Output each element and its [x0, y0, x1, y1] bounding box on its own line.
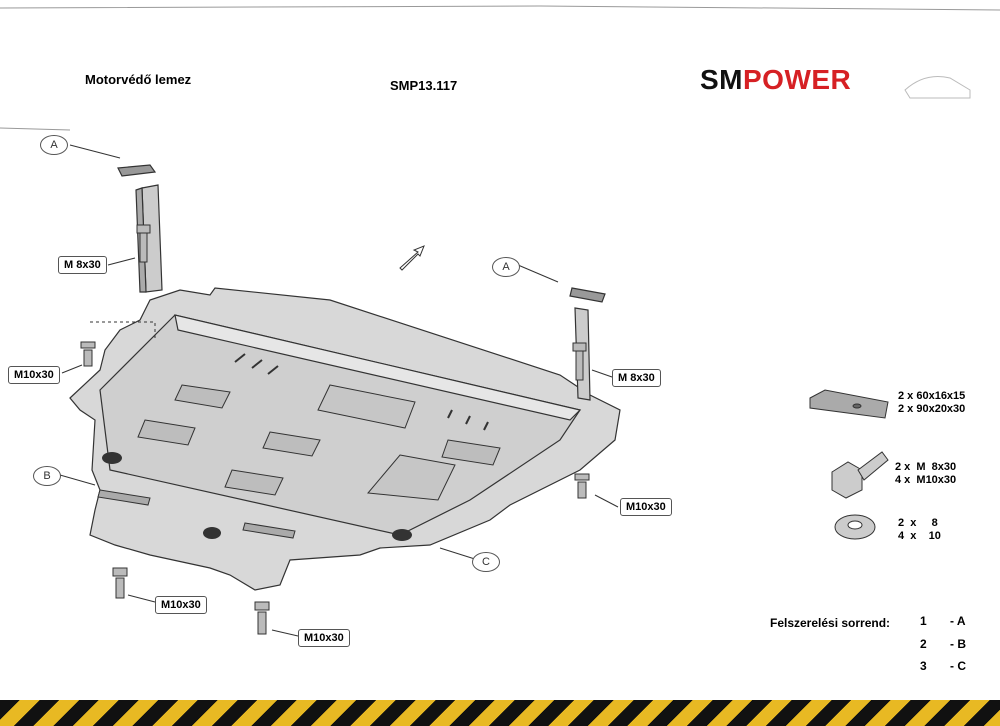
callout-a-right: A [492, 257, 520, 277]
frame-line-top [0, 5, 1000, 11]
label-m10-left: M10x30 [8, 366, 60, 384]
order-step-3-num: 3 [920, 659, 927, 673]
mounting-order-label: Felszerelési sorrend: [770, 616, 891, 630]
part-code: SMP13.117 [390, 78, 458, 93]
callout-a-left: A [40, 135, 68, 155]
order-step-2-num: 2 [920, 637, 927, 651]
label-m10-bottom-2: M10x30 [298, 629, 350, 647]
vent-slots [234, 353, 489, 431]
bracket-b2 [242, 522, 296, 539]
label-m10-bottom-1: M10x30 [155, 596, 207, 614]
legend-washer-qty: 2 x 8 4 x 10 [898, 517, 941, 542]
label-m8-right: M 8x30 [612, 369, 661, 387]
frame-line-left [0, 127, 71, 131]
legend-washer-icon [834, 514, 876, 540]
order-step-2-letter: - B [950, 637, 966, 651]
bracket-b [97, 489, 151, 506]
order-step-3-letter: - C [950, 659, 966, 673]
callout-b: B [33, 466, 61, 486]
order-step-1-num: 1 [920, 614, 927, 628]
bolt-icon [572, 342, 587, 381]
smpower-logo: SMPOWER [700, 64, 851, 96]
legend-bolt-icon [831, 451, 889, 499]
callout-c: C [472, 552, 500, 572]
legend-plate-icon [809, 389, 889, 419]
order-step-1-letter: - A [950, 614, 966, 628]
logo-power: POWER [743, 64, 852, 95]
legend-plate-qty: 2 x 60x16x15 2 x 90x20x30 [898, 390, 966, 415]
bolt-icons-bottom [80, 341, 590, 635]
plate-recesses [137, 384, 501, 501]
label-m10-right: M10x30 [620, 498, 672, 516]
leader-lines [59, 144, 619, 637]
skid-plate [69, 287, 621, 591]
mount-holes [102, 452, 412, 541]
car-outline-icon [904, 76, 971, 99]
bolt-icon [136, 224, 151, 263]
direction-arrow-icon [399, 245, 425, 271]
legend-bolt-qty: 2 x M 8x30 4 x M10x30 [895, 461, 957, 486]
label-m8-left: M 8x30 [58, 256, 107, 274]
hazard-stripe [0, 700, 1000, 726]
document-title: Motorvédő lemez [85, 72, 192, 87]
logo-sm: SM [700, 64, 743, 95]
